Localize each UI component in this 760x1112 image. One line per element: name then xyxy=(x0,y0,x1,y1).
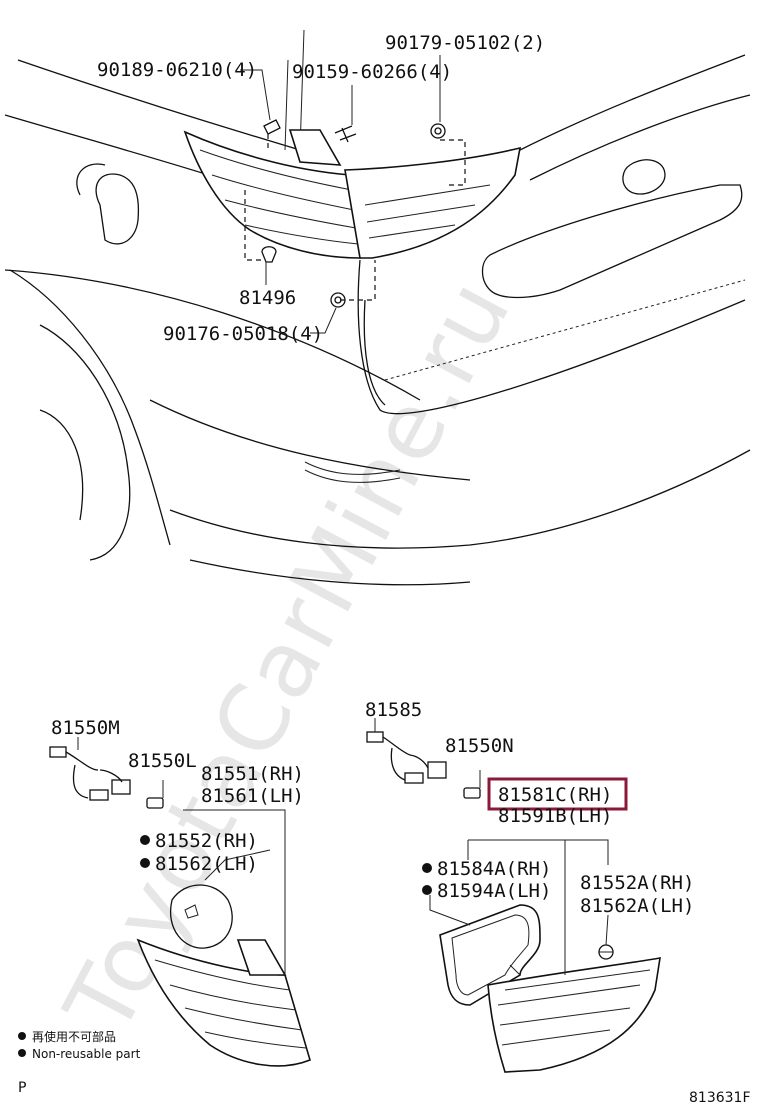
label-81562a: 81562A(LH) xyxy=(580,895,694,917)
label-81550l: 81550L xyxy=(128,750,197,772)
right-bulb xyxy=(463,770,481,799)
label-81551: 81551(RH) xyxy=(201,763,304,785)
left-gasket xyxy=(169,884,233,949)
left-leaders xyxy=(77,737,286,975)
legend-dot xyxy=(18,1049,26,1057)
left-bulb xyxy=(146,780,164,809)
left-tail-lamp xyxy=(136,938,311,1067)
label-90179: 90179-05102(2) xyxy=(385,32,545,54)
label-81591b: 81591B(LH) xyxy=(498,805,612,827)
label-81550m: 81550M xyxy=(51,717,120,739)
label-90189: 90189-06210(4) xyxy=(97,59,257,81)
top-leaders xyxy=(240,55,466,334)
label-81496: 81496 xyxy=(239,287,296,309)
label-81561: 81561(LH) xyxy=(201,785,304,807)
label-81552: 81552(RH) xyxy=(155,830,258,852)
non-reusable-dot xyxy=(140,858,150,868)
corner-mark: P xyxy=(18,1080,26,1096)
top-fasteners xyxy=(261,119,446,308)
legend-text-en: Non-reusable part xyxy=(32,1047,141,1061)
non-reusable-dot xyxy=(140,835,150,845)
figure-id: 813631F xyxy=(689,1090,751,1106)
top-inner-lamp xyxy=(344,146,522,259)
non-reusable-dot xyxy=(422,885,432,895)
label-81562: 81562(LH) xyxy=(155,853,258,875)
label-81584a: 81584A(RH) xyxy=(437,858,551,880)
label-90159: 90159-60266(4) xyxy=(292,61,452,83)
right-tail-lamp xyxy=(487,957,661,1073)
label-90176: 90176-05018(4) xyxy=(163,323,323,345)
label-81552a: 81552A(RH) xyxy=(580,872,694,894)
right-gasket xyxy=(439,904,541,1006)
legend-text-jp: 再使用不可部品 xyxy=(32,1029,116,1044)
highlight-box xyxy=(487,777,628,811)
label-81581c[interactable]: 81581C(RH) xyxy=(498,784,612,806)
right-nut xyxy=(598,944,614,960)
label-81585: 81585 xyxy=(365,699,422,721)
top-outer-lamp xyxy=(183,129,361,259)
non-reusable-dot xyxy=(422,863,432,873)
right-socket-wire xyxy=(366,731,447,784)
left-socket-wire xyxy=(49,746,131,801)
legend-dot xyxy=(18,1032,26,1040)
right-leaders xyxy=(374,718,609,975)
label-81594a: 81594A(LH) xyxy=(437,880,551,902)
label-81550n: 81550N xyxy=(445,735,514,757)
